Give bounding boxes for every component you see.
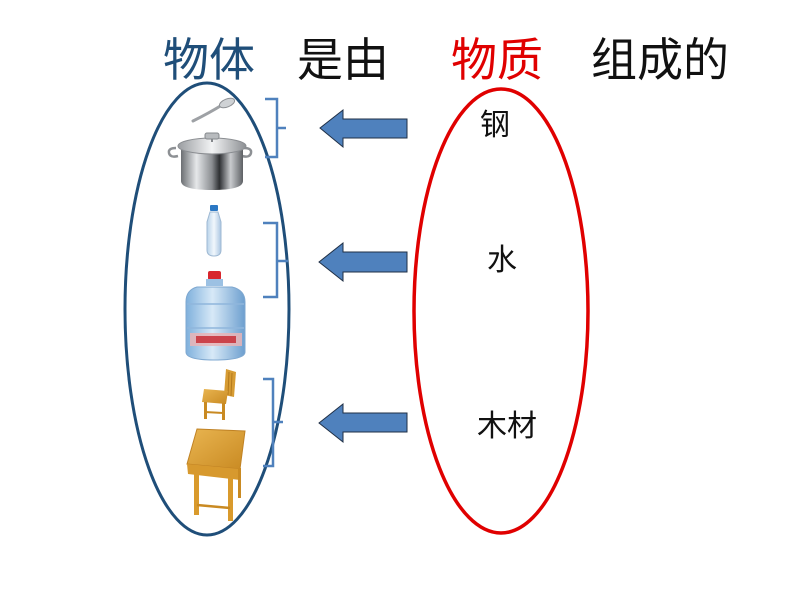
arrow-steel-to-objects: [319, 108, 408, 149]
objects-ellipse: [123, 81, 291, 537]
spoon-icon: [191, 97, 236, 123]
bracket-steel-objects: [265, 97, 286, 159]
title-is-made-by: 是由: [297, 33, 389, 87]
material-label-wood: 木材: [477, 409, 537, 444]
title-composed: 组成的: [591, 33, 729, 87]
stock-pot-icon: [167, 132, 253, 190]
material-label-water: 水: [487, 243, 517, 278]
title-object-word: 物体: [163, 33, 255, 87]
arrow-water-to-objects: [318, 241, 408, 283]
materials-ellipse: [412, 87, 590, 535]
water-bottle-icon: [206, 205, 222, 257]
slide-title: 物体 是由 物质 组成的: [0, 28, 800, 92]
desk-icon: [186, 428, 246, 521]
arrow-wood-to-objects: [318, 402, 408, 444]
bracket-wood-objects: [263, 377, 283, 468]
title-material-word: 物质: [451, 33, 543, 87]
chair-icon: [202, 369, 236, 420]
material-label-steel: 钢: [480, 108, 510, 143]
bracket-water-objects: [263, 221, 288, 299]
water-jug-icon: [185, 271, 246, 361]
